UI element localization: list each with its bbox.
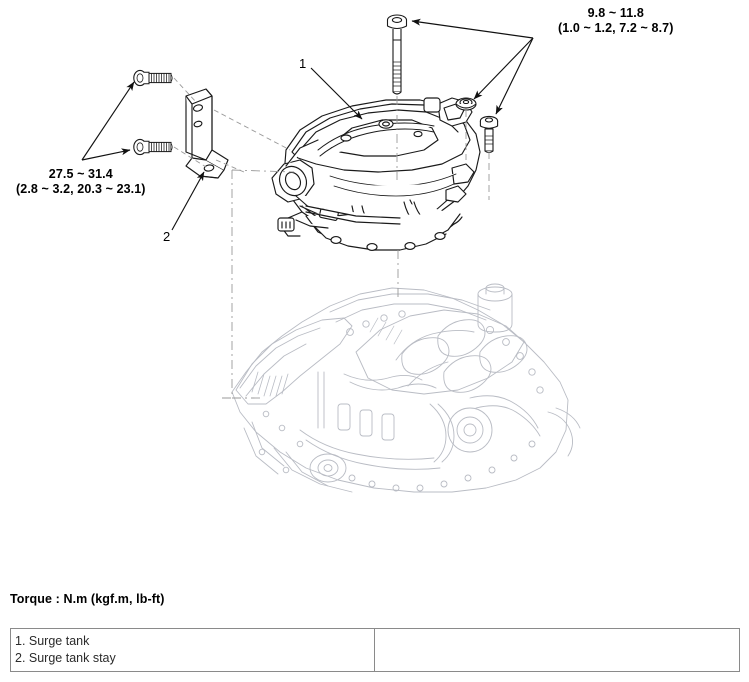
leader-stay-bolt-lower (81, 148, 131, 161)
parts-legend-left-column: 1. Surge tank 2. Surge tank stay (11, 629, 375, 671)
callout-number-2: 2 (163, 229, 171, 244)
torque-units-caption: Torque : N.m (kgf.m, lb-ft) (10, 592, 165, 606)
leader-long-bolt (411, 18, 534, 39)
parts-legend-table: 1. Surge tank 2. Surge tank stay (10, 628, 740, 672)
legend-item-2: 2. Surge tank stay (15, 651, 116, 665)
stay-bolt-upper (133, 69, 173, 87)
surge-tank-bolt-a (455, 97, 477, 111)
leader-stay-bolt-upper (81, 81, 135, 161)
surge-tank-art (271, 97, 481, 251)
legend-item-1: 1. Surge tank (15, 634, 90, 648)
torque-label-surge-tank: 9.8 ~ 11.8 (1.0 ~ 1.2, 7.2 ~ 8.7) (558, 6, 673, 36)
stay-bolt-lower (133, 138, 173, 156)
torque-label-stay-line1: 27.5 ~ 31.4 (48, 167, 113, 181)
callout-number-1: 1 (299, 56, 307, 71)
assembly-guide-lines (173, 77, 490, 399)
torque-label-surge-tank-line2: (1.0 ~ 1.2, 7.2 ~ 8.7) (558, 21, 674, 35)
surge-tank-bolt-b (479, 115, 499, 154)
leader-bolt-a (473, 37, 534, 100)
surge-tank-long-bolt (386, 14, 408, 95)
torque-label-surge-tank-line1: 9.8 ~ 11.8 (587, 6, 644, 20)
leader-arrows (81, 18, 534, 231)
leader-bolt-b (495, 37, 534, 115)
torque-label-stay-line2: (2.8 ~ 3.2, 20.3 ~ 23.1) (16, 182, 146, 196)
torque-label-stay: 27.5 ~ 31.4 (2.8 ~ 3.2, 20.3 ~ 23.1) (16, 167, 146, 197)
leader-callout-1 (310, 67, 363, 120)
parts-legend-right-column (375, 629, 739, 671)
surge-tank-stay-art (185, 88, 229, 179)
leader-callout-2 (171, 171, 205, 231)
engine-assembly-art (231, 283, 581, 493)
